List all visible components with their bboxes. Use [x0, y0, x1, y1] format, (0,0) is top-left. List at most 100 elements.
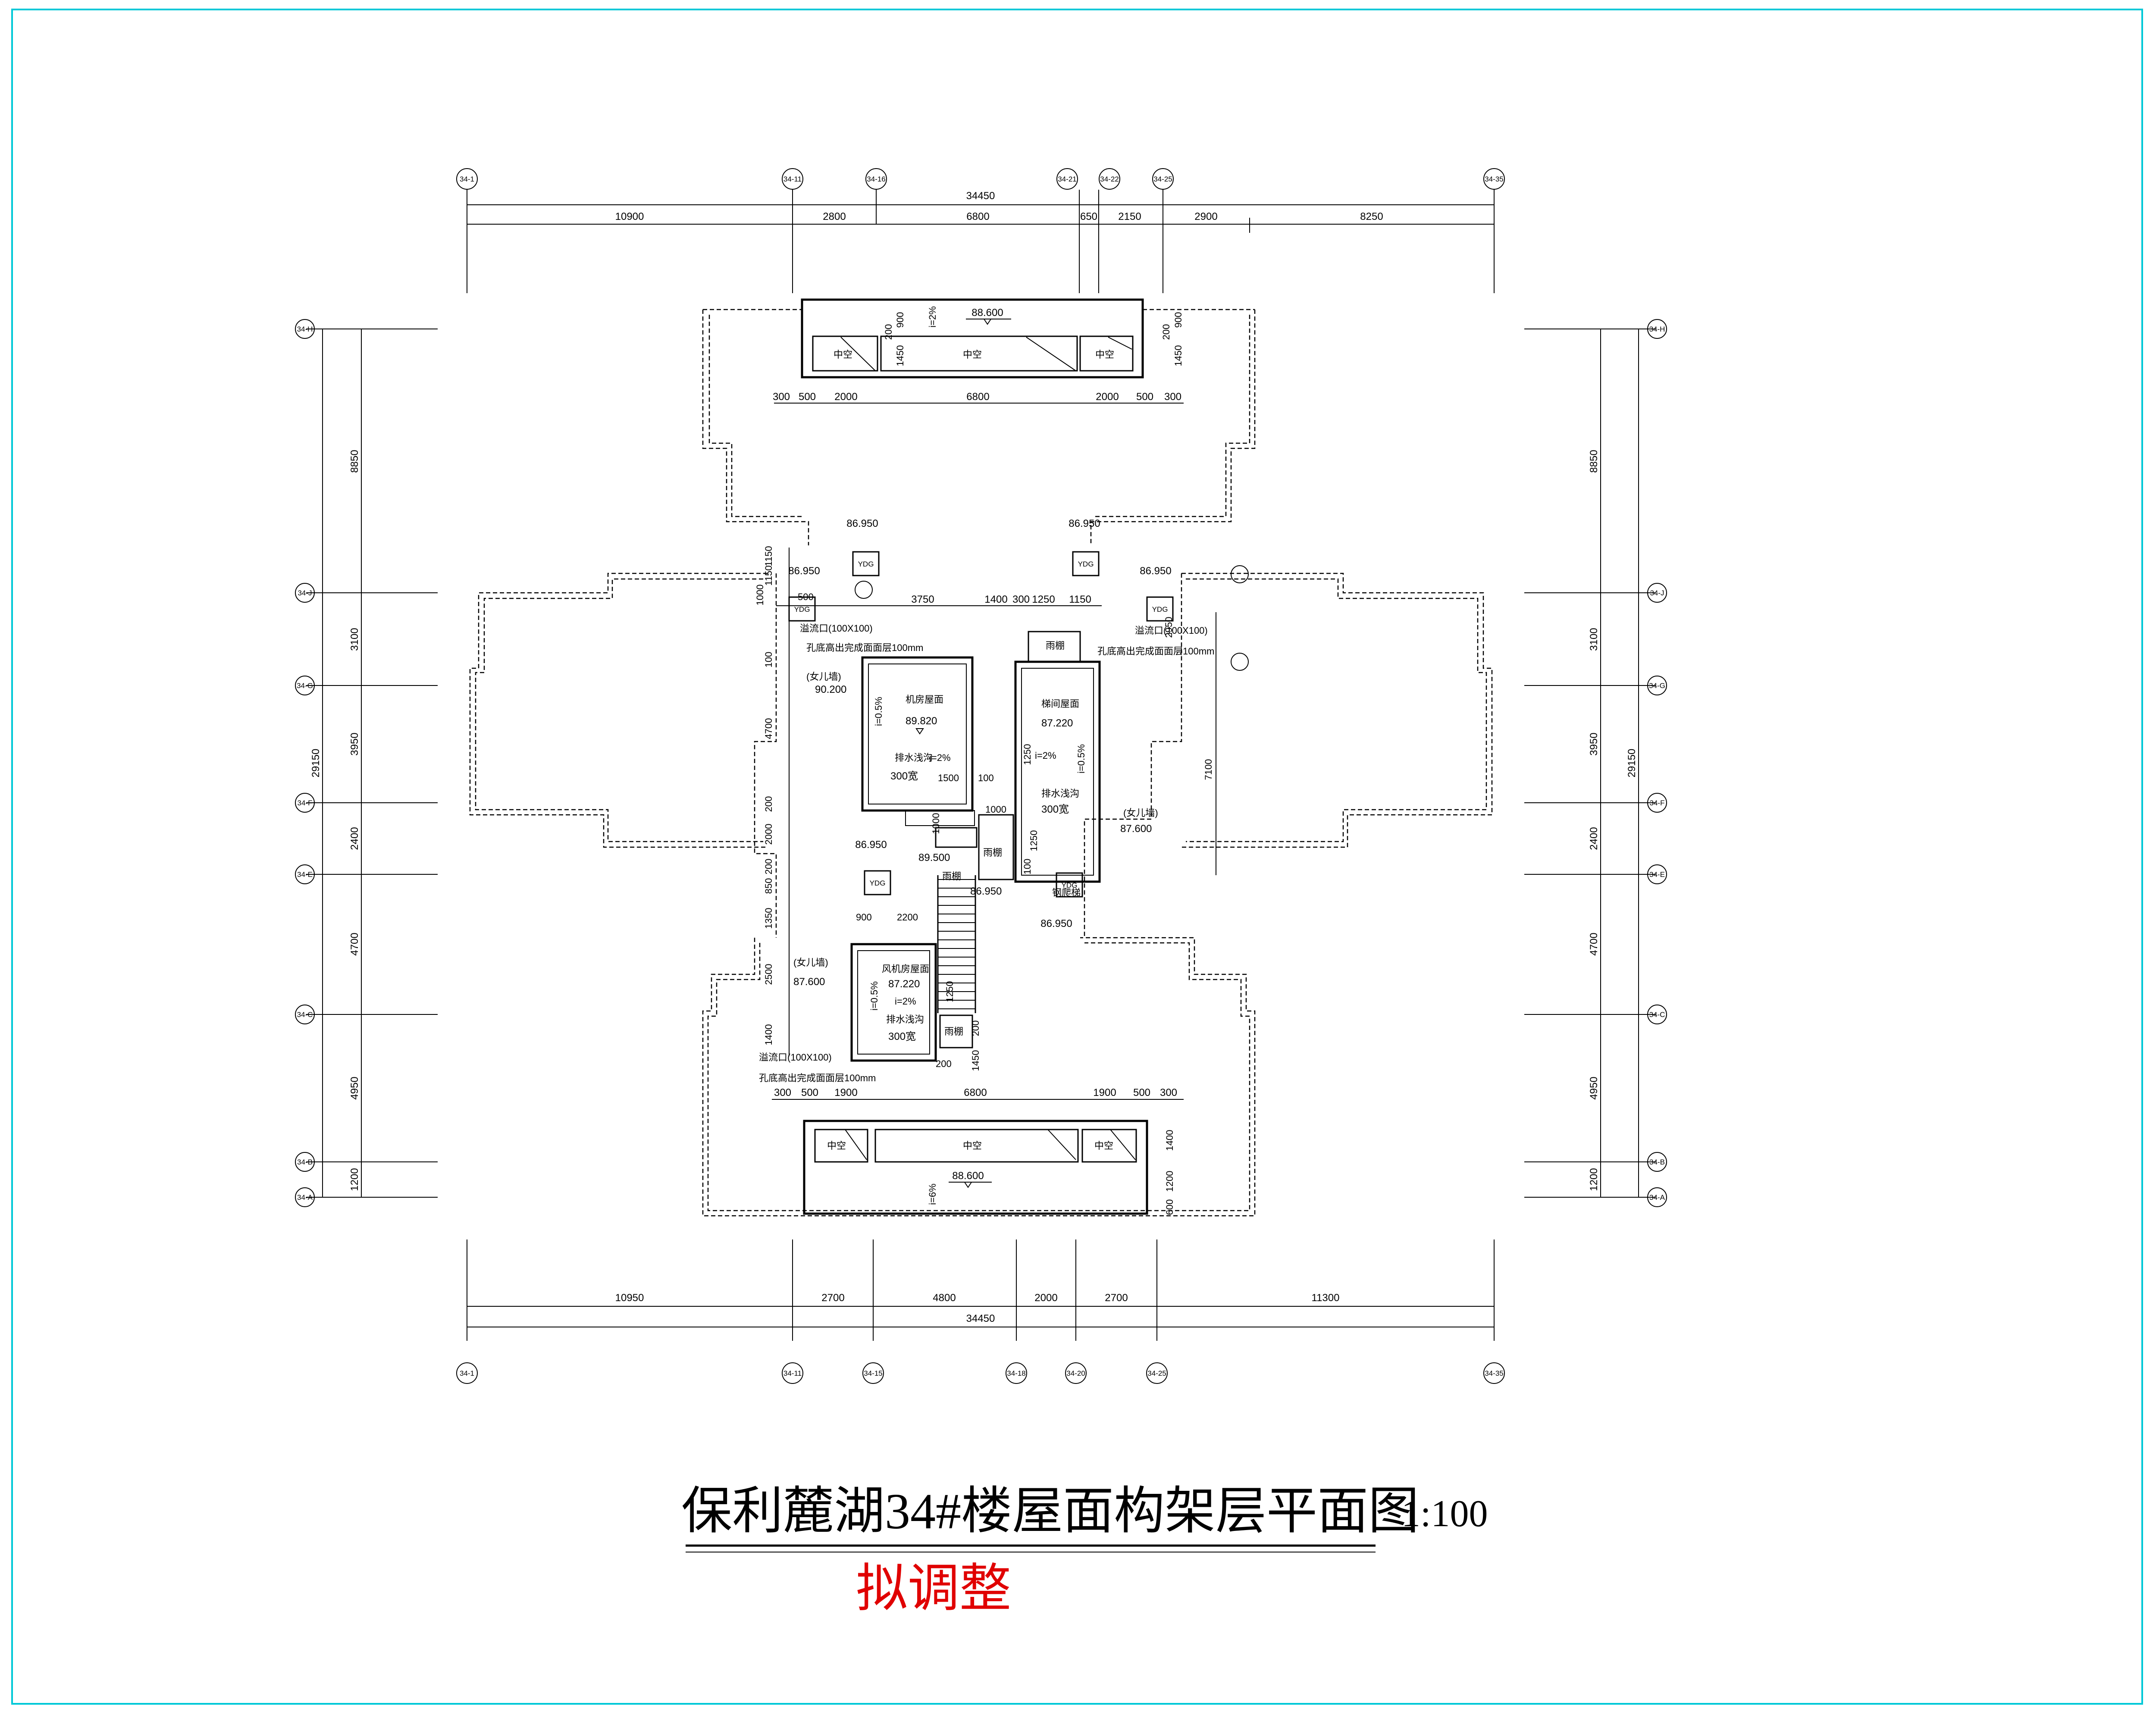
axis-bubble: 34-C [297, 1011, 313, 1019]
left-total-dim: 29150 [310, 749, 322, 778]
fan-room-gutter-width: 300宽 [888, 1031, 916, 1042]
overflow-top-left: 溢流口(100X100) [800, 623, 873, 634]
right-dim-5: 4700 [1588, 933, 1600, 955]
right-total-dim: 29150 [1626, 749, 1638, 778]
fan-room-slope2: i=2% [895, 996, 916, 1007]
bottom-sub-dim: 500 [1133, 1087, 1150, 1099]
machine-room-slope1: i=0.5% [873, 697, 884, 726]
canopy-label: 雨棚 [983, 847, 1002, 858]
core-dim-left: 2500 [763, 964, 774, 985]
bottom-total-dim: 34450 [966, 1313, 995, 1324]
fan-room-parapet-elev: 87.600 [793, 976, 825, 988]
axis-bubble: 34-25 [1147, 1369, 1166, 1377]
bottom-sub-dim: 1900 [834, 1087, 857, 1099]
stair-roof-elevation: 87.220 [1041, 717, 1073, 729]
fan-room-gutter: 排水浅沟 [886, 1014, 924, 1025]
axis-bubble: 34-E [297, 870, 313, 879]
core-dim-misc: 2950 [1163, 617, 1174, 638]
core-dim-misc: 100 [978, 773, 994, 783]
core-dim-top: 3750 [911, 594, 934, 605]
top-dim-2: 2800 [823, 211, 846, 222]
axis-bubble: 34-35 [1485, 1369, 1503, 1377]
right-dim-6: 4950 [1588, 1077, 1600, 1099]
top-dim-4: 650 [1080, 211, 1097, 222]
fan-room-parapet: (女儿墙) [793, 957, 828, 968]
axis-bubble: 34-F [298, 799, 313, 807]
axis-bubble: 34-11 [783, 175, 802, 183]
axis-bubble: 34-J [298, 589, 312, 597]
elevation-89500: 89.500 [918, 852, 950, 864]
machine-room-label: 机房屋面 [906, 694, 943, 705]
axis-bubble: 34-20 [1066, 1369, 1085, 1377]
bottom-dim-5: 2700 [1105, 1292, 1128, 1304]
top-axis-bubbles: 34-1 34-11 34-16 34-21 34-22 34-25 34-35 [456, 168, 1505, 190]
stair-roof-gutter: 排水浅沟 [1041, 788, 1079, 799]
ydg-label: YDG [870, 879, 886, 887]
canopy-label: 雨棚 [1046, 640, 1065, 651]
right-dim-1: 8850 [1588, 450, 1600, 473]
building-outline-dashed [469, 309, 1493, 1217]
stair-roof-gutter-width: 300宽 [1041, 804, 1069, 815]
fan-room-slope1: i=0.5% [869, 981, 880, 1011]
bottom-axis-bubbles: 34-1 34-11 34-15 34-18 34-20 34-25 34-35 [456, 1362, 1505, 1384]
axis-bubble: 34-B [1649, 1158, 1665, 1166]
core-dim-misc: 1450 [970, 1050, 981, 1071]
axis-bubble: 34-F [1650, 799, 1665, 807]
steel-ladder-label: 钢爬梯 [1052, 887, 1081, 898]
axis-bubble: 34-G [297, 682, 313, 690]
left-dim-3: 3950 [349, 732, 360, 755]
axis-bubble: 34-A [297, 1193, 313, 1202]
axis-bubble: 34-15 [864, 1369, 882, 1377]
void-label: 中空 [963, 349, 982, 360]
top-sub-dim: 300 [1164, 391, 1181, 403]
ydg-elevation: 86.950 [1069, 518, 1100, 529]
axis-bubble: 34-H [297, 325, 313, 333]
ydg-label: YDG [1062, 881, 1078, 889]
core-dim-top: 1400 [984, 594, 1007, 605]
top-side-dim: 200 [1161, 324, 1172, 340]
top-sub-dim: 300 [773, 391, 790, 403]
left-axis-bubbles: 34-H 34-J 34-G 34-F 34-E 34-C 34-B 34-A [295, 319, 315, 1207]
core-dim-misc: 500 [798, 592, 814, 602]
left-dim-2: 3100 [349, 628, 360, 651]
title-block: 保利麓湖34#楼屋面构架层平面图 1:100 拟调整 [681, 1483, 1488, 1617]
top-sub-dim: 500 [799, 391, 816, 403]
left-dim-4: 2400 [349, 827, 360, 850]
drawing-scale: 1:100 [1401, 1493, 1488, 1535]
void-label: 中空 [1095, 349, 1114, 360]
ydg-label: YDG [858, 560, 874, 568]
ydg-elevation: 86.950 [846, 518, 878, 529]
bottom-frame-elevation: 88.600 [952, 1170, 984, 1182]
axis-bubble: 34-J [1650, 589, 1664, 597]
ydg-label: YDG [794, 605, 810, 613]
bottom-frame: 中空 中空 中空 88.600 i=6% 300 500 1900 6800 1… [772, 1087, 1184, 1215]
top-frame: 中空 中空 中空 88.600 i=2% 300 500 2000 6800 2… [773, 298, 1184, 404]
bottom-dim-1: 10950 [615, 1292, 644, 1304]
core-dim-misc: 1250 [1028, 830, 1039, 851]
core-dim-misc: 900 [856, 912, 872, 923]
machine-room-slope2: i=2% [929, 752, 951, 763]
top-frame-slope: i=2% [927, 306, 938, 328]
core-dim-misc: 1000 [931, 813, 941, 834]
fan-room-label: 风机房屋面 [882, 964, 929, 974]
core-dim-left: 200 [763, 859, 774, 875]
stair-steps [937, 875, 976, 1013]
top-side-dim: 900 [895, 312, 906, 328]
stair-roof-label: 梯间屋面 [1041, 698, 1079, 709]
bottom-dim-2: 2700 [821, 1292, 844, 1304]
axis-bubble: 34-11 [783, 1369, 802, 1377]
ydg-elevation: 86.950 [788, 565, 820, 577]
hole-note-right: 孔底高出完成面面层100mm [1097, 646, 1214, 657]
axis-bubble: 34-C [1649, 1011, 1665, 1019]
bottom-sub-dim: 6800 [964, 1087, 987, 1099]
axis-bubble: 34-22 [1100, 175, 1119, 183]
axis-bubble: 34-E [1649, 870, 1665, 879]
core-dim-misc: 1250 [944, 981, 955, 1002]
core-dim-left: 1400 [763, 1024, 774, 1045]
hole-note-left: 孔底高出完成面面层100mm [806, 642, 923, 653]
bottom-side-dim: 1400 [1164, 1130, 1175, 1151]
core-dim-left: 1350 [763, 908, 774, 929]
bottom-dim-4: 2000 [1034, 1292, 1057, 1304]
stair-roof-slope1: i=2% [1035, 750, 1056, 761]
canopy-label: 雨棚 [942, 871, 961, 882]
